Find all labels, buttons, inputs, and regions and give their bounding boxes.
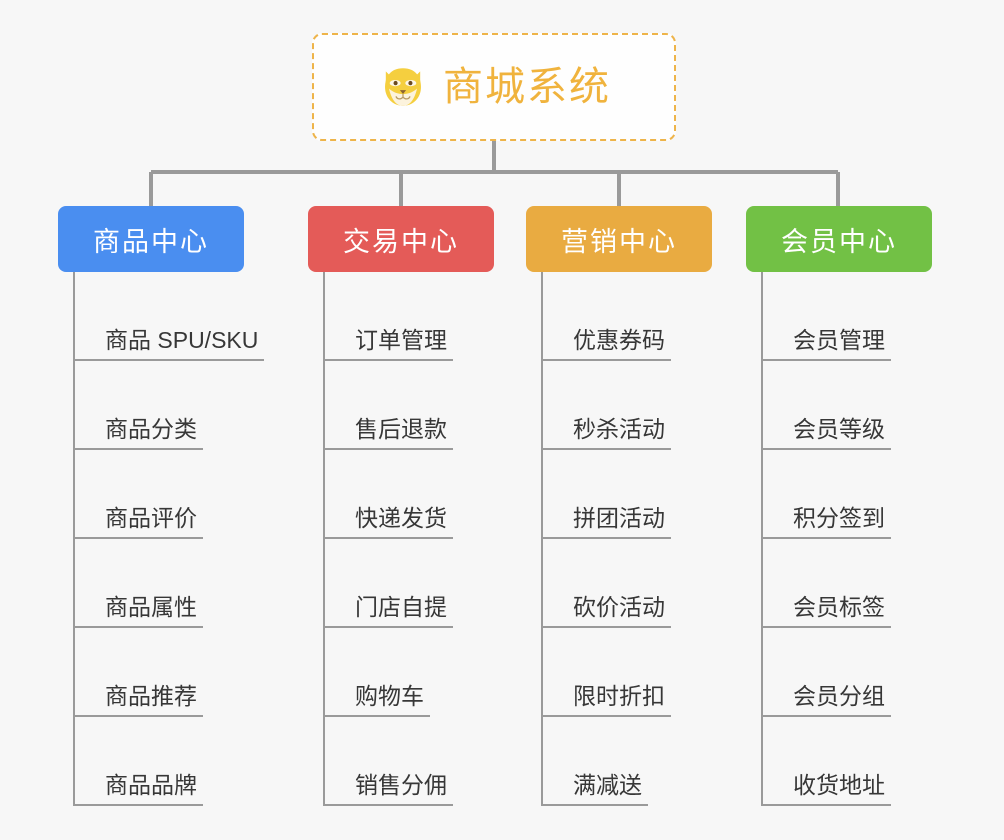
leaf-item[interactable]: 购物车 <box>325 628 494 717</box>
root-label: 商城系统 <box>443 65 611 109</box>
leaf-label: 商品 SPU/SKU <box>75 327 265 361</box>
leaf-label: 快递发货 <box>325 505 453 539</box>
leaf-item[interactable]: 秒杀活动 <box>543 361 712 450</box>
category-column-2: 营销中心 优惠券码 秒杀活动 拼团活动 砍价活动 限时折扣 满减送 <box>526 206 712 806</box>
leaf-item[interactable]: 门店自提 <box>325 539 494 628</box>
leaf-item[interactable]: 收货地址 <box>763 717 932 806</box>
leaf-item[interactable]: 商品评价 <box>75 450 264 539</box>
leaf-label: 售后退款 <box>325 416 453 450</box>
leaf-item[interactable]: 商品分类 <box>75 361 264 450</box>
leaf-item[interactable]: 销售分佣 <box>325 717 494 806</box>
leaf-list-3: 会员管理 会员等级 积分签到 会员标签 会员分组 收货地址 <box>761 272 932 806</box>
leaf-item[interactable]: 积分签到 <box>763 450 932 539</box>
category-header-label-0: 商品中心 <box>93 226 209 257</box>
leaf-label: 订单管理 <box>325 327 453 361</box>
leaf-item[interactable]: 商品属性 <box>75 539 264 628</box>
leaf-label: 商品评价 <box>75 505 203 539</box>
leaf-label: 商品推荐 <box>75 683 203 717</box>
leaf-item[interactable]: 商品 SPU/SKU <box>75 272 265 361</box>
category-header-3[interactable]: 会员中心 <box>746 206 932 272</box>
leaf-item[interactable]: 砍价活动 <box>543 539 712 628</box>
leaf-label: 积分签到 <box>763 505 891 539</box>
category-header-0[interactable]: 商品中心 <box>58 206 244 272</box>
leaf-label: 会员等级 <box>763 416 891 450</box>
leaf-item[interactable]: 满减送 <box>543 717 712 806</box>
leaf-list-0: 商品 SPU/SKU 商品分类 商品评价 商品属性 商品推荐 商品品牌 <box>73 272 265 806</box>
leaf-label: 购物车 <box>325 683 430 717</box>
category-column-1: 交易中心 订单管理 售后退款 快递发货 门店自提 购物车 销售分佣 <box>308 206 494 806</box>
leaf-label: 会员管理 <box>763 327 891 361</box>
category-header-2[interactable]: 营销中心 <box>526 206 712 272</box>
leaf-item[interactable]: 会员等级 <box>763 361 932 450</box>
leaf-label: 门店自提 <box>325 594 453 628</box>
leaf-label: 商品品牌 <box>75 772 203 806</box>
leaf-label: 会员标签 <box>763 594 891 628</box>
category-column-3: 会员中心 会员管理 会员等级 积分签到 会员标签 会员分组 收货地址 <box>746 206 932 806</box>
leaf-label: 砍价活动 <box>543 594 671 628</box>
category-header-label-2: 营销中心 <box>561 226 677 257</box>
leaf-label: 限时折扣 <box>543 683 671 717</box>
leaf-item[interactable]: 会员管理 <box>763 272 932 361</box>
leaf-label: 收货地址 <box>763 772 891 806</box>
leaf-label: 商品属性 <box>75 594 203 628</box>
leaf-item[interactable]: 拼团活动 <box>543 450 712 539</box>
leaf-item[interactable]: 订单管理 <box>325 272 494 361</box>
category-header-label-1: 交易中心 <box>343 226 459 257</box>
leaf-label: 满减送 <box>543 772 648 806</box>
category-column-0: 商品中心 商品 SPU/SKU 商品分类 商品评价 商品属性 商品推荐 商品品牌 <box>58 206 265 806</box>
leaf-label: 优惠券码 <box>543 327 671 361</box>
leaf-label: 商品分类 <box>75 416 203 450</box>
leaf-label: 秒杀活动 <box>543 416 671 450</box>
leaf-item[interactable]: 限时折扣 <box>543 628 712 717</box>
leaf-item[interactable]: 售后退款 <box>325 361 494 450</box>
leaf-item[interactable]: 会员分组 <box>763 628 932 717</box>
leaf-item[interactable]: 优惠券码 <box>543 272 712 361</box>
leaf-list-2: 优惠券码 秒杀活动 拼团活动 砍价活动 限时折扣 满减送 <box>541 272 712 806</box>
leaf-item[interactable]: 快递发货 <box>325 450 494 539</box>
root-node[interactable]: 商城系统 <box>312 33 676 141</box>
leaf-label: 会员分组 <box>763 683 891 717</box>
leaf-item[interactable]: 商品品牌 <box>75 717 264 806</box>
leaf-label: 拼团活动 <box>543 505 671 539</box>
leaf-list-1: 订单管理 售后退款 快递发货 门店自提 购物车 销售分佣 <box>323 272 494 806</box>
category-header-label-3: 会员中心 <box>781 226 897 257</box>
leaf-item[interactable]: 商品推荐 <box>75 628 264 717</box>
leaf-item[interactable]: 会员标签 <box>763 539 932 628</box>
category-header-1[interactable]: 交易中心 <box>308 206 494 272</box>
shiba-dog-face-icon <box>385 68 421 106</box>
leaf-label: 销售分佣 <box>325 772 453 806</box>
